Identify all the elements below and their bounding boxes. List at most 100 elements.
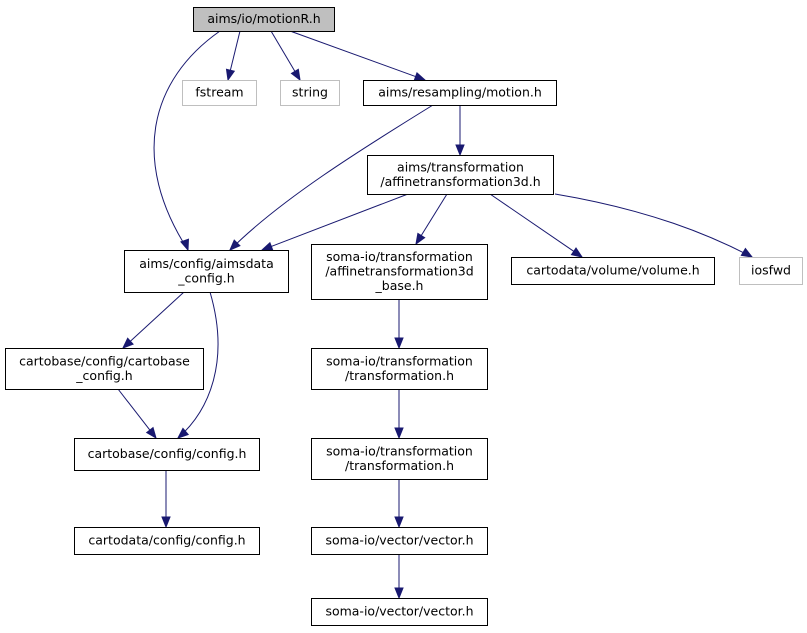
edge-arrowhead: [229, 239, 241, 251]
node-box: [193, 7, 335, 32]
edge-line: [117, 388, 151, 431]
node-label-line: fstream: [195, 85, 243, 100]
edge-aimsdata_config-to-cartobase_config_h: [176, 291, 219, 439]
node-cartodata-config-h[interactable]: cartodata/config/config.h: [74, 527, 260, 555]
edge-arrowhead: [413, 71, 427, 81]
node-box: [280, 80, 340, 106]
node-affine3d[interactable]: aims/transformation/affinetransformation…: [367, 155, 554, 195]
edge-line: [489, 193, 575, 252]
edge-arrowhead: [225, 68, 236, 82]
node-box: [124, 250, 289, 293]
edge-line: [130, 291, 185, 342]
edge-line: [554, 193, 753, 258]
edge-affine3d-to-aimsdata_config: [260, 193, 409, 251]
edge-line: [153, 30, 221, 251]
edge-aimsdata_config-to-cartobase_config: [122, 291, 185, 349]
edge-line: [177, 291, 219, 439]
edge-arrowhead: [455, 144, 465, 157]
node-label-line: /transformation.h: [345, 368, 454, 383]
node-box: [182, 80, 257, 106]
edge-line: [270, 30, 296, 72]
node-label-line: cartodata/volume/volume.h: [526, 263, 699, 278]
edge-arrowhead: [290, 68, 301, 82]
node-soma-vector-2[interactable]: soma-io/vector/vector.h: [311, 598, 488, 626]
edge-arrowhead: [394, 337, 404, 350]
node-soma-vector-1[interactable]: soma-io/vector/vector.h: [311, 527, 488, 555]
edge-soma_transformation_2-to-soma_vector_1: [394, 479, 404, 529]
node-label-line: cartobase/config/config.h: [88, 446, 247, 461]
node-box: [311, 598, 488, 626]
edge-line: [289, 30, 416, 78]
node-box: [367, 155, 554, 195]
node-motion[interactable]: aims/resampling/motion.h: [363, 80, 557, 106]
edge-line: [229, 104, 434, 251]
node-box: [363, 80, 557, 106]
edge-affine3d-to-affine3d_base: [415, 193, 448, 246]
node-label-line: /affinetransformation3d.h: [380, 174, 540, 189]
node-label-line: iosfwd: [751, 263, 791, 278]
node-box: [739, 257, 803, 285]
node-soma-transformation-1[interactable]: soma-io/transformation/transformation.h: [311, 348, 488, 390]
node-label-line: /transformation.h: [345, 458, 454, 473]
edge-motionR-to-aimsdata_config: [153, 30, 221, 252]
node-string[interactable]: string: [280, 80, 340, 106]
node-box: [5, 348, 204, 390]
node-aimsdata-config[interactable]: aims/config/aimsdata_config.h: [124, 250, 289, 293]
edge-motionR-to-fstream: [225, 30, 241, 82]
node-label-line: _base.h: [375, 278, 424, 293]
node-label-line: aims/config/aimsdata: [139, 256, 273, 271]
edge-affine3d-to-volume: [489, 193, 584, 258]
node-label-line: soma-io/transformation: [326, 443, 473, 458]
graph-edges: [117, 30, 754, 600]
node-label-line: _config.h: [177, 270, 234, 285]
node-box: [74, 438, 260, 471]
edge-arrowhead: [176, 427, 190, 439]
node-label-line: soma-io/transformation: [326, 249, 473, 264]
node-label-line: aims/io/motionR.h: [207, 11, 320, 26]
edge-line: [420, 193, 448, 236]
graph-nodes: aims/io/motionR.h fstream string aims/resam…: [5, 7, 803, 626]
node-label-line: soma-io/vector/vector.h: [325, 604, 473, 619]
edge-line: [271, 193, 409, 247]
node-label-line: soma-io/vector/vector.h: [325, 533, 473, 548]
edge-affine3d-to-iosfwd: [554, 193, 754, 258]
edge-arrowhead: [570, 247, 584, 258]
edge-soma_vector_1-to-soma_vector_2: [394, 554, 404, 600]
node-label-line: string: [292, 85, 328, 100]
edge-arrowhead: [180, 238, 190, 252]
edge-arrowhead: [394, 427, 404, 440]
node-label-line: cartodata/config/config.h: [88, 533, 245, 548]
edge-motion-to-affine3d: [455, 105, 465, 157]
node-box: [74, 527, 260, 555]
edge-arrowhead: [740, 247, 754, 258]
node-soma-transformation-2[interactable]: soma-io/transformation/transformation.h: [311, 438, 488, 480]
edge-cartobase_config_h-to-cartodata_config_h: [161, 470, 171, 529]
node-box: [311, 348, 488, 390]
edge-affine3d_base-to-soma_transformation_1: [394, 299, 404, 350]
node-box: [311, 438, 488, 480]
edge-arrowhead: [145, 426, 157, 440]
edge-motionR-to-motion: [289, 30, 427, 81]
node-motionR[interactable]: aims/io/motionR.h: [193, 7, 335, 32]
edge-arrowhead: [161, 516, 171, 529]
node-box: [311, 244, 488, 300]
edge-soma_transformation_1-to-soma_transformation_2: [394, 389, 404, 440]
node-cartobase-config[interactable]: cartobase/config/cartobase_config.h: [5, 348, 204, 390]
node-label-line: aims/transformation: [397, 159, 524, 174]
node-label-line: soma-io/transformation: [326, 353, 473, 368]
edge-arrowhead: [122, 337, 134, 349]
node-cartobase-config-h[interactable]: cartobase/config/config.h: [74, 438, 260, 471]
node-affine3d-base[interactable]: soma-io/transformation/affinetransformat…: [311, 244, 488, 300]
edge-motionR-to-string: [270, 30, 301, 82]
edge-arrowhead: [394, 587, 404, 600]
edge-arrowhead: [394, 516, 404, 529]
edge-arrowhead: [260, 241, 274, 251]
node-volume[interactable]: cartodata/volume/volume.h: [511, 257, 715, 285]
node-box: [311, 527, 488, 555]
node-label-line: aims/resampling/motion.h: [378, 85, 542, 100]
node-box: [511, 257, 715, 285]
node-iosfwd[interactable]: iosfwd: [739, 257, 803, 285]
node-fstream[interactable]: fstream: [182, 80, 257, 106]
node-label-line: /affinetransformation3d: [325, 264, 473, 279]
